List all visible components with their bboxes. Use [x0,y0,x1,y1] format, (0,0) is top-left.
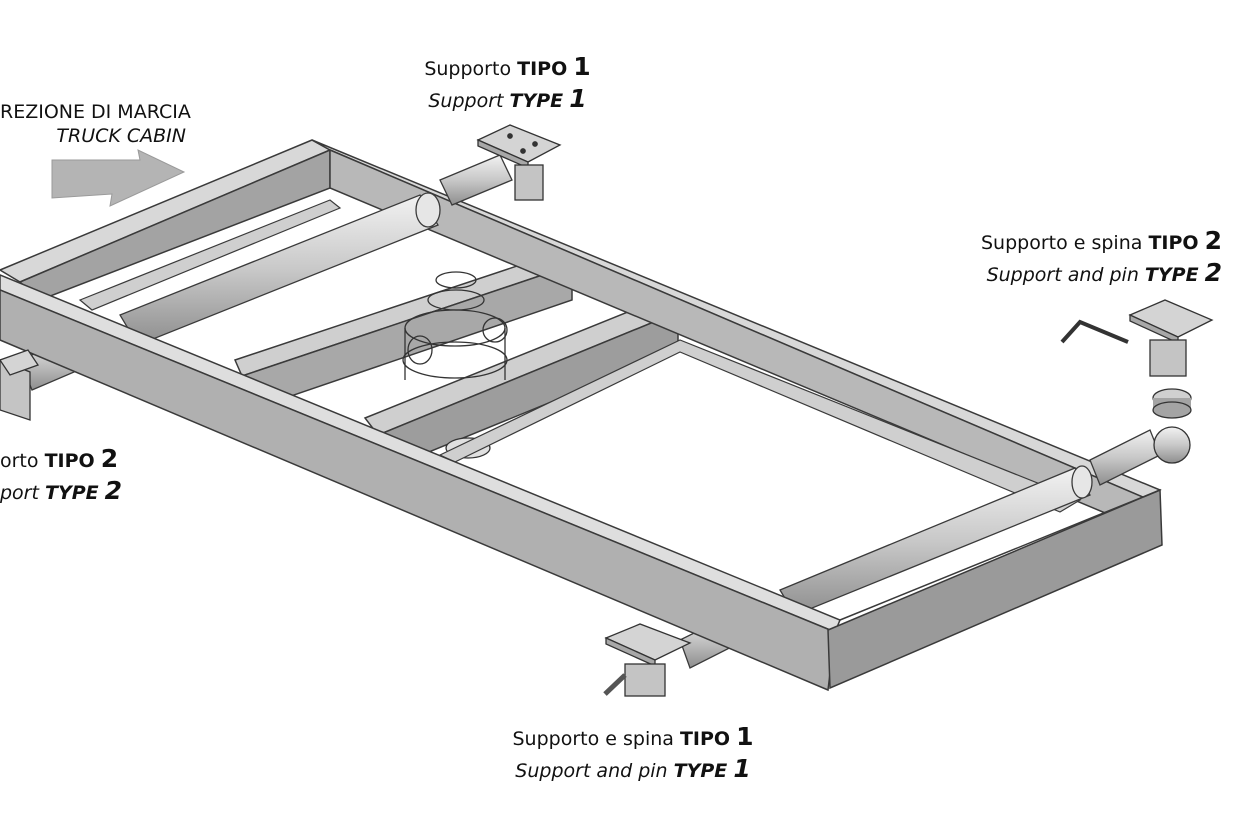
bottom-support-it-num: 1 [736,722,754,751]
left-support-en-text: port [0,482,45,504]
support-pin-type2-right [1060,299,1214,464]
right-support-en-num: 2 [1204,258,1222,287]
bottom-support-pin-label: Supporto e spina TIPO 1 Support and pin … [500,722,766,786]
support-type1-top [476,124,562,201]
left-support-en-type: TYPE [45,482,99,504]
right-support-en-text: Support and pin [986,264,1145,286]
right-support-it-num: 2 [1204,226,1222,255]
left-support-en-num: 2 [104,476,123,505]
frame-bottom-rail [0,274,1163,692]
right-support-it-text: Supporto e spina [980,232,1149,254]
top-support-it-text: Supporto [424,58,518,80]
left-support-label: orto TIPO 2 port TYPE 2 [0,444,122,508]
bottom-support-en-type: TYPE [673,760,728,782]
top-support-en-num: 1 [569,84,587,113]
support-type2-left [0,349,40,421]
right-support-en-type: TYPE [1144,264,1199,286]
top-support-it-type: TIPO [517,58,568,80]
bottom-support-it-text: Supporto e spina [512,728,680,750]
top-support-it-num: 1 [573,52,591,81]
left-support-it-num: 2 [100,444,119,473]
direction-arrow [51,149,186,207]
top-support-en-text: Support [428,90,510,112]
frame-top-rail [0,139,1162,516]
bottom-support-it-type: TIPO [679,728,731,750]
support-pin-type1-bottom [603,623,692,697]
right-support-pin-label: Supporto e spina TIPO 2 Support and pin … [960,226,1222,290]
left-support-it-type: TIPO [44,450,95,472]
direction-label: REZIONE DI MARCIA TRUCK CABIN [0,100,191,148]
bottom-support-en-text: Support and pin [515,760,674,782]
direction-label-it: REZIONE DI MARCIA [0,101,191,123]
left-support-it-text: orto [0,450,45,472]
top-support-label: Supporto TIPO 1 Support TYPE 1 [400,52,615,116]
top-support-en-type: TYPE [509,90,564,112]
right-support-it-type: TIPO [1148,232,1199,254]
direction-label-en: TRUCK CABIN [56,125,186,147]
bottom-support-en-num: 1 [733,754,751,783]
cross-members [233,249,680,472]
